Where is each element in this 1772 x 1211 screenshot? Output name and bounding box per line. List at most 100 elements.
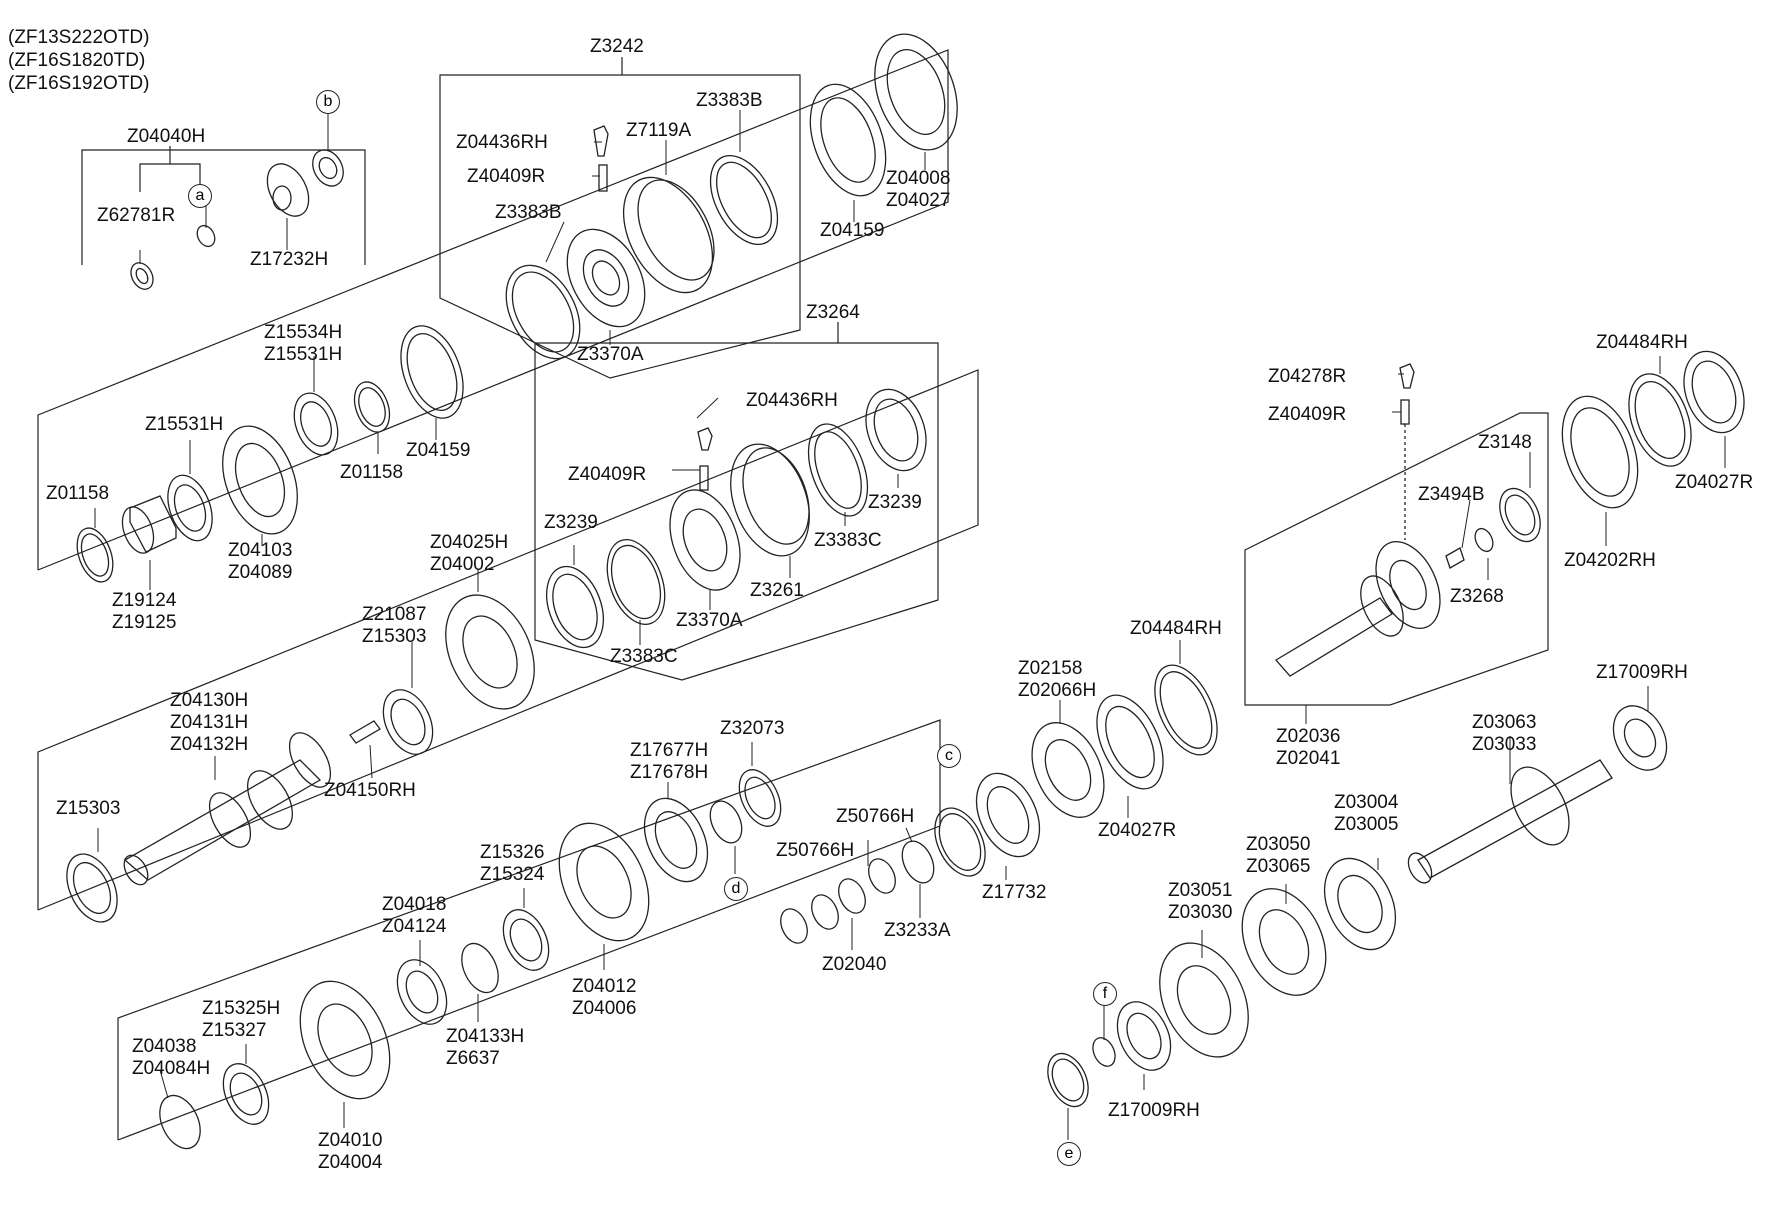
label-z40409r-a-1: Z40409R <box>467 166 546 187</box>
callout-c: c <box>937 744 961 768</box>
label-z3383b-a-1: Z3383B <box>696 90 763 111</box>
label-z19124-1: Z19124 <box>112 590 177 611</box>
bearing-z15303-left <box>66 853 118 923</box>
frame-top-left <box>81 149 366 265</box>
ring-z3268 <box>1474 527 1494 553</box>
label-z04150rh: Z04150RH <box>324 780 416 802</box>
label-z3239-a: Z3239 <box>544 512 598 534</box>
label-z04484rh-b: Z04484RH <box>1130 618 1222 640</box>
ring-c <box>934 807 986 877</box>
spring-z40409r-a <box>598 164 608 192</box>
label-z3383b-a: Z3383B <box>696 90 763 112</box>
label-z3242: Z3242 <box>590 36 644 58</box>
label-z17232h-1: Z17232H <box>250 249 329 270</box>
label-z7119a-1: Z7119A <box>626 120 692 141</box>
callout-e: e <box>1057 1142 1081 1166</box>
label-z01158-a: Z01158 <box>46 483 109 505</box>
label-z3233a-1: Z3233A <box>884 920 951 941</box>
spring-z40409r-b <box>699 465 709 491</box>
label-z15534h-2: Z15531H <box>264 344 343 365</box>
label-z02036-1: Z02036 <box>1276 726 1341 747</box>
washer-b <box>312 149 344 187</box>
label-z3239-b: Z3239 <box>868 492 922 514</box>
ring-z3148 <box>1499 487 1541 543</box>
label-z3370a-a: Z3370A <box>577 344 644 366</box>
label-z15531h: Z15531H <box>145 414 223 436</box>
label-z3148: Z3148 <box>1478 432 1532 454</box>
label-z04133h-2: Z6637 <box>446 1048 500 1069</box>
ring-z01158-left <box>76 527 114 583</box>
bearing-z21087 <box>382 689 434 755</box>
label-z04150rh-1: Z04150RH <box>324 780 416 801</box>
pin-z04278r <box>1399 363 1415 389</box>
label-z04484rh-a: Z04484RH <box>1596 332 1688 354</box>
ring-z04484rh-a <box>1628 373 1692 467</box>
label-z01158-b: Z01158 <box>340 462 403 484</box>
bearing-z17677h <box>643 797 709 883</box>
label-z17677h-1: Z17677H <box>630 740 709 761</box>
label-z15326-2: Z15324 <box>480 864 545 885</box>
label-z3233a: Z3233A <box>884 920 951 942</box>
label-z3261-1: Z3261 <box>750 580 804 601</box>
frame-band-3 <box>117 719 941 1141</box>
label-z02040: Z02040 <box>822 954 886 976</box>
label-z04159-b: Z04159 <box>406 440 470 462</box>
bearing-z15326 <box>502 909 550 971</box>
label-z15325h-1: Z15325H <box>202 998 281 1019</box>
label-z03063-2: Z03033 <box>1472 734 1537 755</box>
label-z3383b-b: Z3383B <box>495 202 562 224</box>
frame-band-2 <box>37 369 979 911</box>
mainshaft-z03063 <box>1417 759 1613 879</box>
label-z32073: Z32073 <box>720 718 784 740</box>
label-z03004-2: Z03005 <box>1334 814 1399 835</box>
countershaft-z04130h <box>123 759 322 881</box>
washer-z62781r <box>130 262 154 290</box>
label-z3383c-a-1: Z3383C <box>814 530 882 551</box>
variant-1: (ZF13S222OTD) <box>8 27 150 48</box>
label-z3239-b-1: Z3239 <box>868 492 922 513</box>
label-z17732: Z17732 <box>982 882 1046 904</box>
label-z04038-2: Z04084H <box>132 1058 211 1079</box>
label-z04103-2: Z04089 <box>228 562 293 583</box>
ring-e <box>1047 1052 1089 1108</box>
label-z03051-1: Z03051 <box>1168 880 1233 901</box>
ring-z04027r <box>1096 694 1164 790</box>
label-z04027r-b: Z04027R <box>1098 820 1176 842</box>
label-z3148-1: Z3148 <box>1478 432 1532 453</box>
label-z40409r-c-1: Z40409R <box>1268 404 1347 425</box>
washer-a <box>196 224 216 248</box>
bearing-z17009rh-b <box>1116 1001 1172 1071</box>
gear-z03004 <box>1323 857 1397 951</box>
label-z3264: Z3264 <box>806 302 860 324</box>
label-z17009rh-a: Z17009RH <box>1596 662 1688 684</box>
label-z04040h-1: Z04040H <box>127 126 206 147</box>
label-z02036-2: Z02041 <box>1276 748 1341 769</box>
label-z04018-2: Z04124 <box>382 916 447 937</box>
label-z15531h-1: Z15531H <box>145 414 224 435</box>
label-z3383c-b: Z3383C <box>610 646 678 668</box>
label-z04278r-1: Z04278R <box>1268 366 1347 387</box>
ring-f <box>1092 1037 1116 1067</box>
label-z15326-1: Z15326 <box>480 842 545 863</box>
frame-z3264 <box>534 342 939 681</box>
label-z04040h: Z04040H <box>127 126 205 148</box>
bearing-z15534h <box>293 392 339 456</box>
label-z50766h-b: Z50766H <box>776 840 854 862</box>
label-z40409r-c: Z40409R <box>1268 404 1346 426</box>
callout-d: d <box>724 877 748 901</box>
label-z04133h-1: Z04133H <box>446 1026 525 1047</box>
label-z17677h-2: Z17678H <box>630 762 709 783</box>
label-z04103-1: Z04103 <box>228 540 293 561</box>
pin-z04436rh-a <box>593 125 609 157</box>
label-z04202rh-1: Z04202RH <box>1564 550 1656 571</box>
variant-2: (ZF16S1820TD) <box>8 50 146 71</box>
